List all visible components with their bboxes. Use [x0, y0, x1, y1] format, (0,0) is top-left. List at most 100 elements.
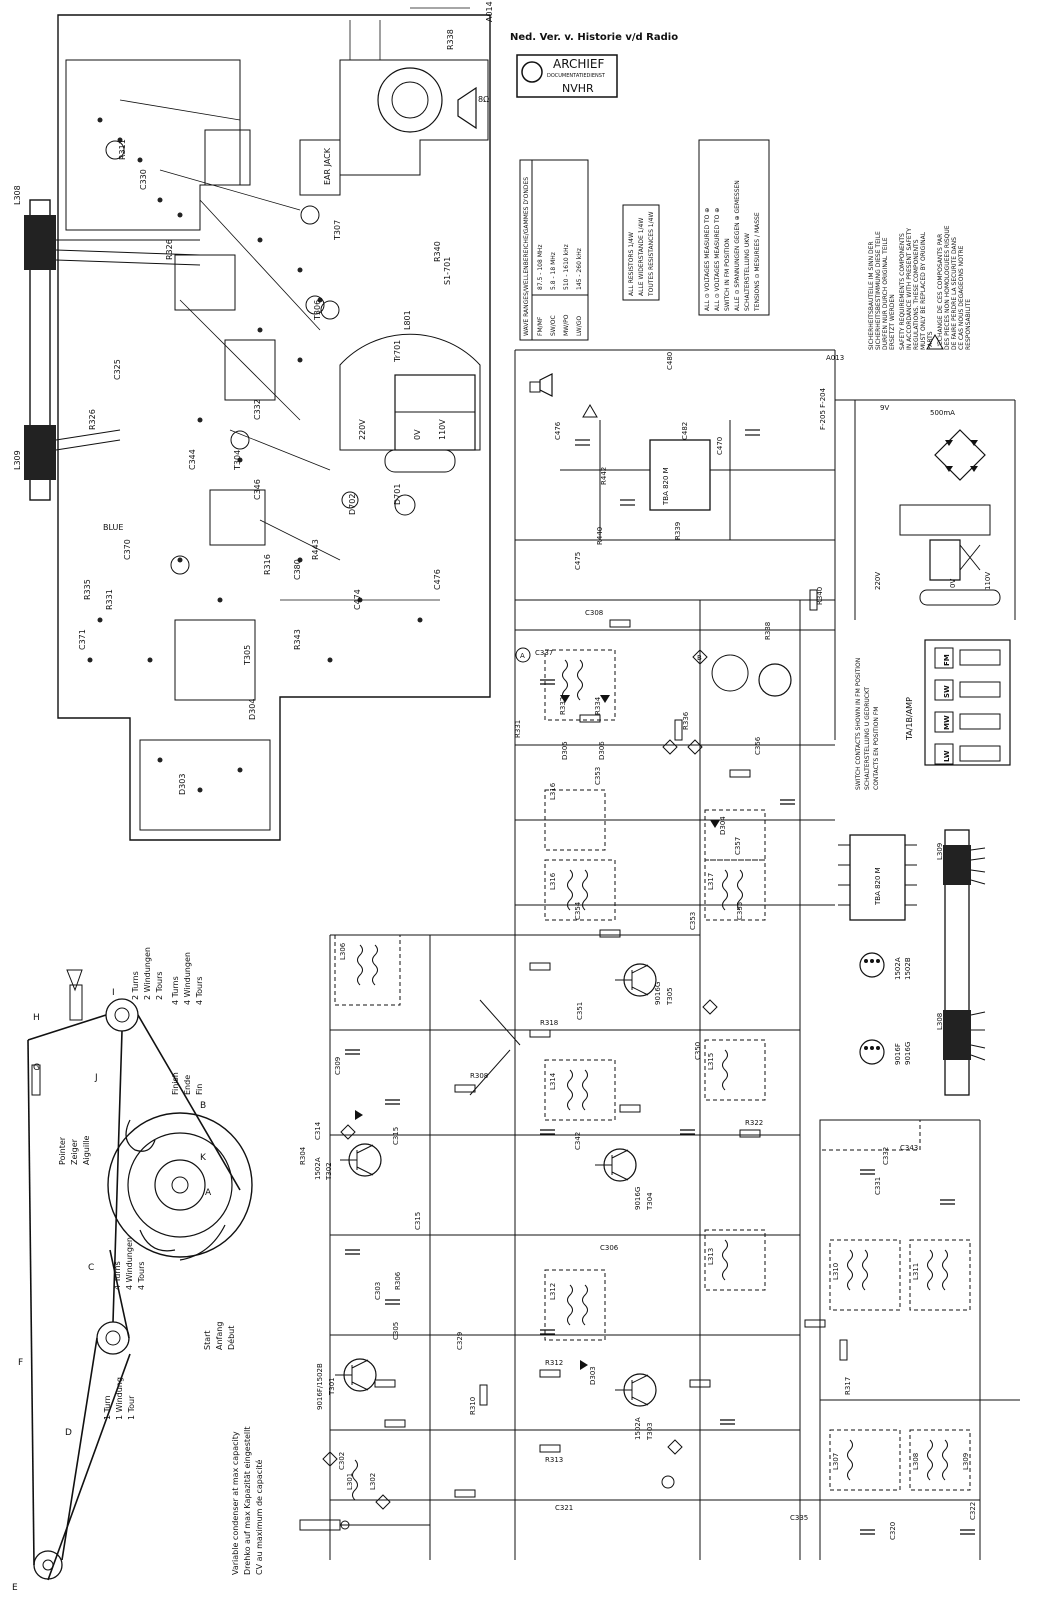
mains-zero-label: 0V [949, 579, 957, 588]
wave-ranges-title: WAVE RANGES/WELLENBEREICHE/GAMMES D'ONDE… [523, 177, 530, 336]
switch-note-line-2: SCHALTERSTELLUNG U GEDRUCKT [864, 687, 871, 790]
svg-text:R442: R442 [600, 467, 608, 485]
cord-letter-b: B [200, 1101, 206, 1111]
svg-text:220V: 220V [358, 419, 367, 440]
svg-text:C342: C342 [574, 1132, 582, 1150]
ferrite-lower-label: L308 [936, 1013, 944, 1030]
svg-text:D304: D304 [719, 816, 727, 835]
switch-sw: SW [943, 685, 951, 698]
safety-line-13: CE CAS NOUS DEGAGEONS NOTRE [958, 245, 965, 350]
svg-text:A014: A014 [485, 1, 494, 22]
safety-line-5: SAFETY REQUIREMENTS COMPONENTS [899, 233, 906, 350]
svg-text:L308: L308 [912, 1453, 920, 1470]
voltage-note-line-4: ALLE ⊙ SPANNUNGEN GEGEN ⊕ GEMESSEN [734, 180, 741, 311]
resistor-note-line-2: ALLE WIDERSTANDE 1/4W [638, 218, 645, 296]
svg-text:L801: L801 [403, 310, 412, 330]
switch-mw: MW [943, 715, 951, 730]
safety-line-7: REGULATIONS. THESE COMPONENTS [913, 239, 920, 350]
svg-text:L301: L301 [346, 1473, 354, 1490]
voltage-note-line-1: ALL ⊙ VOLTAGES MEASURED TO ⊕ [704, 208, 711, 311]
safety-line-11: DES PIECES NON HOMOLOGUEES RISQUE [944, 225, 951, 350]
cord-letter-i: I [112, 988, 115, 998]
svg-text:D304: D304 [248, 699, 257, 720]
svg-text:R306: R306 [394, 1271, 402, 1290]
society-heading: Ned. Ver. v. Historie v/d Radio [510, 32, 678, 43]
svg-text:C476: C476 [554, 421, 562, 440]
svg-text:C344: C344 [188, 449, 197, 470]
turns4b-line-2: 4 Windungen [125, 1237, 134, 1290]
finish-line-2: Ende [183, 1075, 192, 1095]
svg-text:R338: R338 [764, 622, 772, 640]
svg-text:R310: R310 [469, 1397, 477, 1415]
svg-text:R443: R443 [311, 539, 320, 560]
cord-letter-c: C [88, 1263, 94, 1273]
band-lw-name: LW/GO [576, 316, 583, 336]
svg-text:T303: T303 [646, 1422, 654, 1441]
svg-text:8Ω: 8Ω [478, 95, 489, 104]
safety-line-10: L'ECHANGE DE CES COMPOSANTS PAR [937, 234, 944, 350]
turns4b-line-1: 4 Turns [113, 1261, 122, 1290]
svg-text:R440: R440 [596, 527, 604, 545]
svg-text:R316: R316 [263, 554, 272, 575]
svg-text:R326: R326 [88, 409, 97, 430]
svg-text:T302: T302 [325, 1162, 333, 1181]
svg-text:D702: D702 [348, 494, 357, 515]
svg-text:T304: T304 [233, 450, 242, 471]
svg-text:R311: R311 [118, 139, 127, 160]
svg-text:C380: C380 [293, 559, 302, 580]
svg-text:C320: C320 [889, 1522, 897, 1540]
switch-note-line-3: CONTACTS EN POSITION FM [873, 707, 880, 790]
svg-text:L316: L316 [549, 782, 557, 800]
turns4b-line-3: 4 Tours [137, 1261, 146, 1290]
safety-line-1: SICHERHEITSBAUTEILE IM SINN DER [868, 241, 875, 350]
svg-text:R331: R331 [514, 720, 522, 738]
svg-text:L306: L306 [339, 942, 347, 960]
svg-text:L317: L317 [707, 873, 715, 890]
band-fm-range: 87.5 - 108 MHz [537, 244, 544, 290]
svg-text:D701: D701 [393, 484, 402, 505]
svg-text:R312: R312 [545, 1359, 563, 1367]
svg-text:L309: L309 [13, 450, 22, 470]
svg-text:C480: C480 [666, 352, 674, 370]
svg-text:R313: R313 [545, 1456, 563, 1464]
svg-text:C309: C309 [334, 1057, 342, 1075]
cord-letter-f: F [18, 1358, 23, 1368]
pinout-b-2: 9016G [904, 1042, 912, 1065]
svg-text:R318: R318 [540, 1019, 558, 1027]
variable-note-line-3: CV au maximum de capacité [254, 1459, 264, 1575]
switch-fm: FM [943, 654, 951, 666]
voltage-note-line-6: TENSIONS ⊙ MESUREES / MASSE [754, 212, 761, 312]
svg-text:R331: R331 [105, 589, 114, 610]
turns1-line-3: 1 Tour [127, 1395, 136, 1420]
dial-cord-diagram: 2 Turns 2 Windungen 2 Tours 4 Turns 4 Wi… [12, 947, 264, 1593]
band-mw-range: 510 - 1610 kHz [563, 244, 570, 290]
safety-note: SICHERHEITSBAUTEILE IM SINN DER SICHERHE… [868, 225, 972, 350]
ferrite-upper-label: L309 [936, 843, 944, 860]
svg-text:R304: R304 [299, 1146, 307, 1165]
svg-text:C350: C350 [694, 1042, 702, 1060]
main-schematic: AB 9016F/1502B T301 1502A T302 1502A T30… [299, 352, 1020, 1560]
power-supply: 500mA 9V 220V 110V 0V A013 [515, 349, 1016, 740]
archive-stamp: ARCHIEF DOCUMENTATIEDIENST NVHR [516, 54, 618, 98]
svg-text:C332: C332 [253, 399, 262, 420]
svg-text:L313: L313 [707, 1248, 715, 1265]
svg-text:C357: C357 [734, 837, 742, 855]
safety-line-14: RESPONSABILITE [965, 299, 972, 350]
switch-contacts-note: SWITCH CONTACTS SHOWN IN FM POSITION SCH… [855, 658, 880, 790]
svg-text:1502A: 1502A [314, 1157, 322, 1180]
turns1-line-2: 1 Windung [115, 1377, 124, 1420]
pinout-a-2: 1502B [904, 957, 912, 980]
ferrite-rod-detail: L309 L308 [936, 829, 986, 1096]
switch-lw: LW [943, 750, 951, 762]
band-lw-range: 145 - 260 kHz [576, 248, 583, 290]
switch-panel-title: TA/1B/AMP [905, 697, 914, 741]
svg-text:T305: T305 [666, 987, 674, 1006]
svg-text:R340: R340 [816, 587, 824, 605]
svg-text:C314: C314 [314, 1121, 322, 1140]
pointer-line-3: Aiguille [82, 1135, 91, 1165]
stamp-line-3: NVHR [562, 82, 594, 95]
svg-text:C306: C306 [600, 1244, 619, 1252]
svg-text:R308: R308 [470, 1072, 488, 1080]
svg-text:C305: C305 [392, 1322, 400, 1340]
svg-text:D303: D303 [178, 774, 187, 795]
